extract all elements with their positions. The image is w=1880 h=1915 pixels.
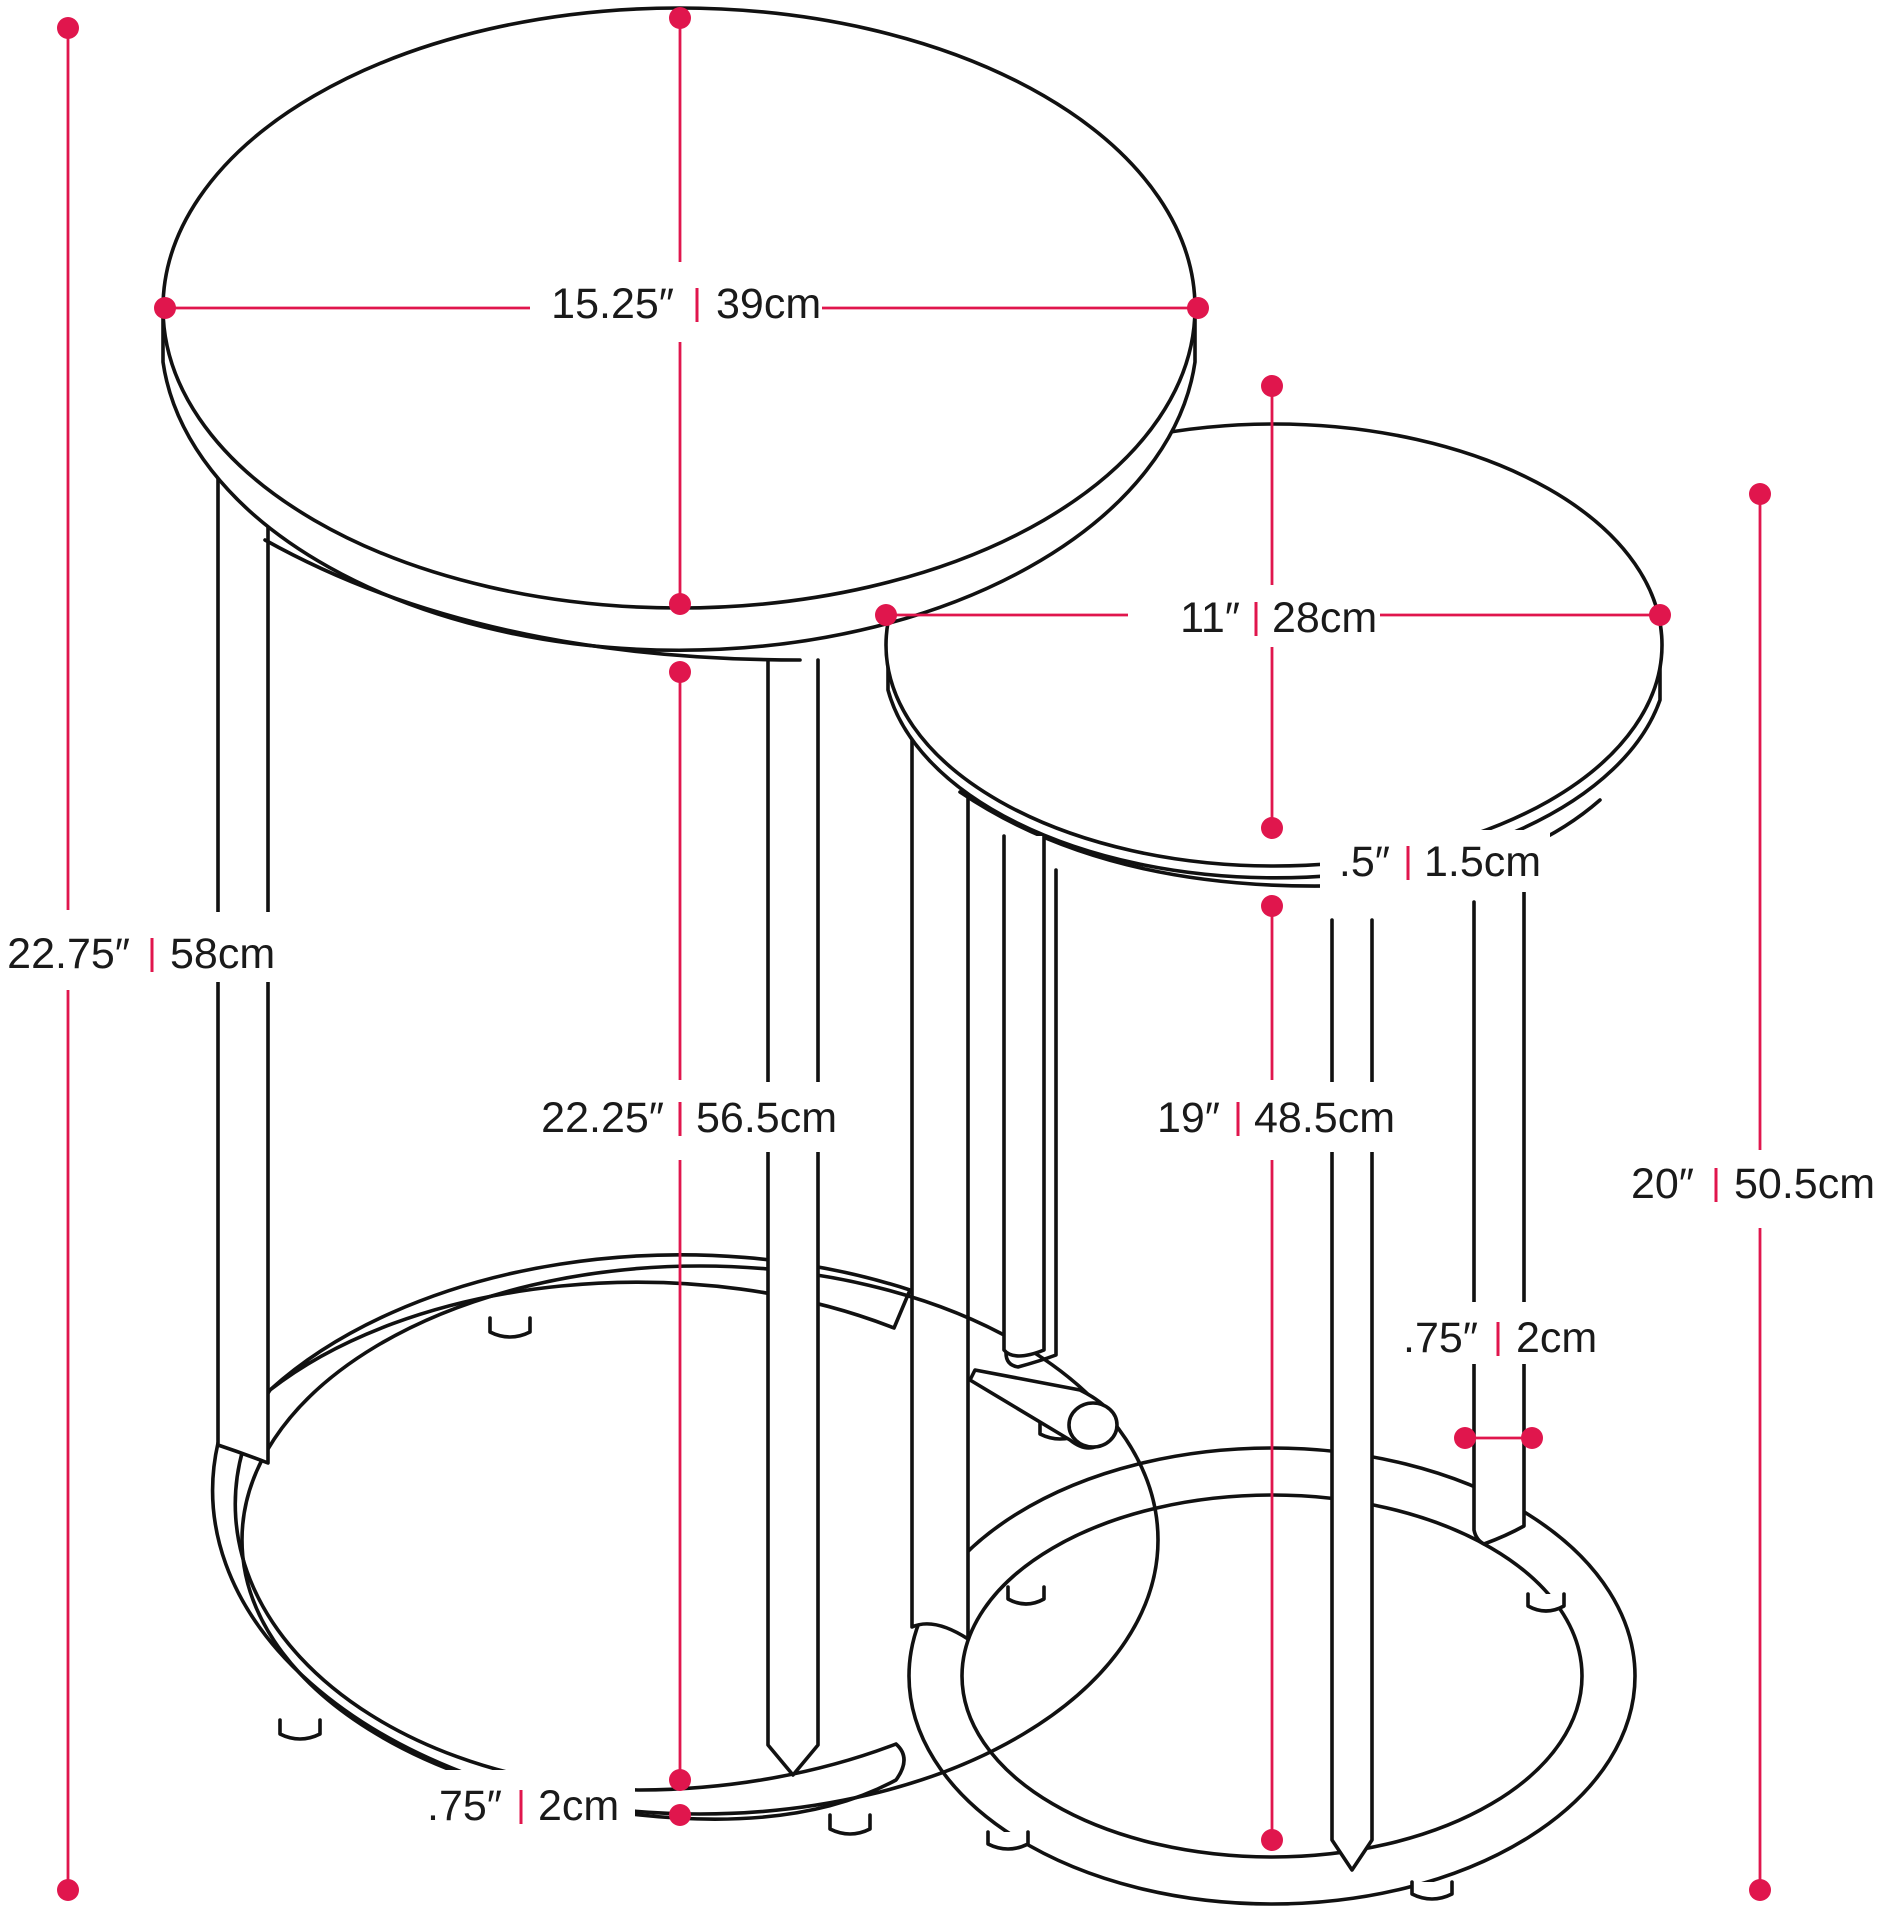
dim-endpoint <box>669 1769 691 1791</box>
dim-endpoint <box>1261 895 1283 917</box>
dim-endpoint <box>1749 483 1771 505</box>
label-small-leg-width-imperial: .75″ <box>1403 1314 1478 1362</box>
label-small-leg-height-metric: 48.5cm <box>1254 1094 1395 1142</box>
large-base-ring-outer <box>268 1253 912 1392</box>
label-large-leg-height-imperial: 22.25″ <box>541 1094 664 1142</box>
dim-endpoint <box>1187 297 1209 319</box>
small-foot-front-left <box>986 1830 1030 1851</box>
label-large-base-ring-metric: 2cm <box>538 1782 619 1830</box>
label-small-top-diameter-imperial: 11″ <box>1180 594 1240 642</box>
large-leg-back-right <box>1002 834 1046 1358</box>
large-top-underside <box>263 538 802 662</box>
large-foot-left <box>278 1718 322 1741</box>
dim-endpoint <box>875 604 897 626</box>
label-large-top-diameter-metric: 39cm <box>716 280 821 328</box>
dim-endpoint <box>1454 1427 1476 1449</box>
dim-endpoint <box>1521 1427 1543 1449</box>
dim-endpoint <box>669 593 691 615</box>
label-small-top-diameter-metric: 28cm <box>1272 594 1377 642</box>
large-foot-back <box>488 1316 532 1339</box>
label-large-total-height-imperial: 22.75″ <box>7 930 130 978</box>
large-base-ring-body <box>210 1388 906 1821</box>
label-small-total-height-metric: 50.5cm <box>1734 1160 1875 1208</box>
dim-endpoint <box>1749 1879 1771 1901</box>
label-small-total-height-imperial: 20″ <box>1631 1160 1694 1208</box>
small-foot-left <box>1006 1585 1046 1606</box>
label-small-top-thickness-imperial: .5″ <box>1339 838 1390 886</box>
large-base-ring-inner <box>240 1264 1160 1816</box>
label-small-leg-width-metric: 2cm <box>1516 1314 1597 1362</box>
large-foot-right <box>828 1813 872 1836</box>
small-foot-front-right <box>1410 1880 1454 1901</box>
dim-endpoint <box>1261 817 1283 839</box>
label-large-base-ring-imperial: .75″ <box>427 1782 502 1830</box>
dim-endpoint <box>1649 604 1671 626</box>
label-large-total-height-metric: 58cm <box>170 930 275 978</box>
label-large-leg-height-metric: 56.5cm <box>696 1094 837 1142</box>
label-small-leg-height-imperial: 19″ <box>1157 1094 1220 1142</box>
label-small-top-thickness-metric: 1.5cm <box>1424 838 1541 886</box>
label-large-top-diameter-imperial: 15.25″ <box>551 280 674 328</box>
dim-endpoint <box>57 1879 79 1901</box>
small-leg-front-right <box>1330 918 1374 1872</box>
dim-endpoint <box>57 17 79 39</box>
dim-endpoint <box>669 1804 691 1826</box>
small-leg-front-left <box>910 736 970 1641</box>
large-leg-right <box>766 658 820 1777</box>
small-foot-right <box>1526 1592 1566 1613</box>
large-leg-end-cap <box>1067 1401 1119 1449</box>
dim-endpoint <box>154 297 176 319</box>
dimension-lines <box>57 7 1771 1901</box>
small-leg-back-right <box>1472 878 1526 1546</box>
dim-endpoint <box>669 7 691 29</box>
dim-endpoint <box>1261 375 1283 397</box>
dim-endpoint <box>669 661 691 683</box>
dimension-labels: 15.25″ 39cm 22.75″ 58cm 22.25″ 56.5cm .7… <box>0 276 1880 1832</box>
dim-endpoint <box>1261 1829 1283 1851</box>
